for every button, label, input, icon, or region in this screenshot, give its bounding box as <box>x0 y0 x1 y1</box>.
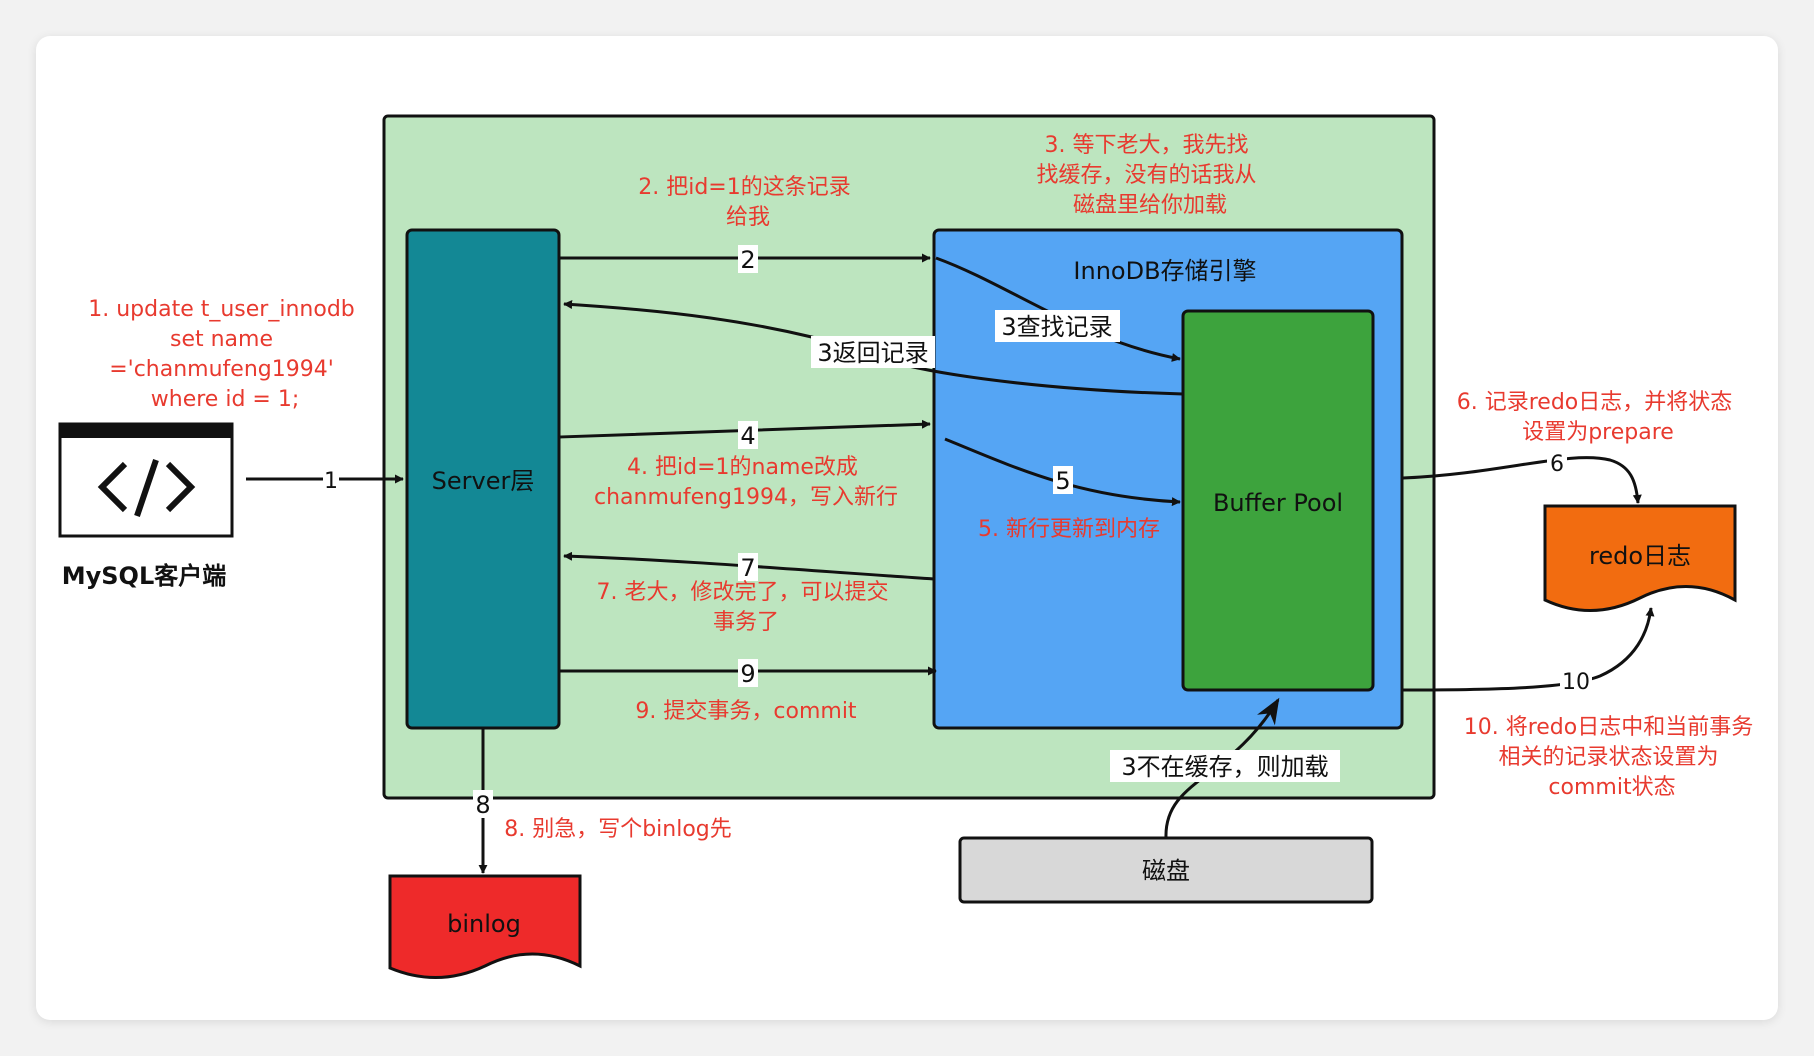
arrow-6 <box>1402 456 1642 504</box>
note-3: 3. 等下老大，我先找 找缓存，没有的话我从 磁盘里给你加载 <box>1036 133 1263 218</box>
edge-label-8: 8 <box>475 791 490 819</box>
code-window-icon <box>58 422 234 538</box>
note-1: 1. update t_user_innodb set name ='chanm… <box>88 297 362 412</box>
note-7: 7. 老大，修改完了，可以提交 事务了 <box>597 580 896 635</box>
note-9: 9. 提交事务，commit <box>635 699 857 724</box>
innodb-engine-label: InnoDB存储引擎 <box>1073 257 1256 285</box>
note-8: 8. 别急，写个binlog先 <box>504 817 732 842</box>
note-4: 4. 把id=1的name改成 chanmufeng1994，写入新行 <box>594 455 898 510</box>
redo-log-label: redo日志 <box>1589 542 1691 570</box>
edge-label-2: 2 <box>740 246 755 274</box>
edge-label-1: 1 <box>324 469 338 494</box>
edge-label-4: 4 <box>740 422 755 450</box>
server-layer-box <box>405 228 561 730</box>
edge-label-5: 5 <box>1055 467 1070 495</box>
edge-label-9: 9 <box>740 660 755 688</box>
buffer-pool-box <box>1181 309 1375 692</box>
disk-label: 磁盘 <box>1142 857 1190 885</box>
note-6: 6. 记录redo日志，并将状态 设置为prepare <box>1457 390 1740 445</box>
binlog-label: binlog <box>447 910 521 938</box>
redo-log-document <box>1543 504 1737 612</box>
edge-label-7: 7 <box>740 554 755 582</box>
edge-label-3-load: 3不在缓存，则加载 <box>1121 753 1328 781</box>
note-2: 2. 把id=1的这条记录 给我 <box>638 175 858 230</box>
edge-label-3-return: 3返回记录 <box>817 339 928 367</box>
diagram-canvas: Server层 InnoDB存储引擎 Buffer Pool 磁盘 binlog… <box>36 36 1778 1020</box>
note-5: 5. 新行更新到内存 <box>978 517 1160 542</box>
diagram-svg: Server层 InnoDB存储引擎 Buffer Pool 磁盘 binlog… <box>58 114 1761 980</box>
edge-label-10: 10 <box>1562 670 1590 695</box>
edge-label-6: 6 <box>1550 452 1564 477</box>
note-10: 10. 将redo日志中和当前事务 相关的记录状态设置为 commit状态 <box>1464 715 1761 800</box>
server-layer-label: Server层 <box>432 467 535 495</box>
buffer-pool-label: Buffer Pool <box>1213 489 1343 517</box>
arrow-10 <box>1402 607 1655 692</box>
binlog-document <box>388 874 582 980</box>
client-label: MySQL客户端 <box>62 562 227 590</box>
edge-label-3-find: 3查找记录 <box>1001 313 1112 341</box>
